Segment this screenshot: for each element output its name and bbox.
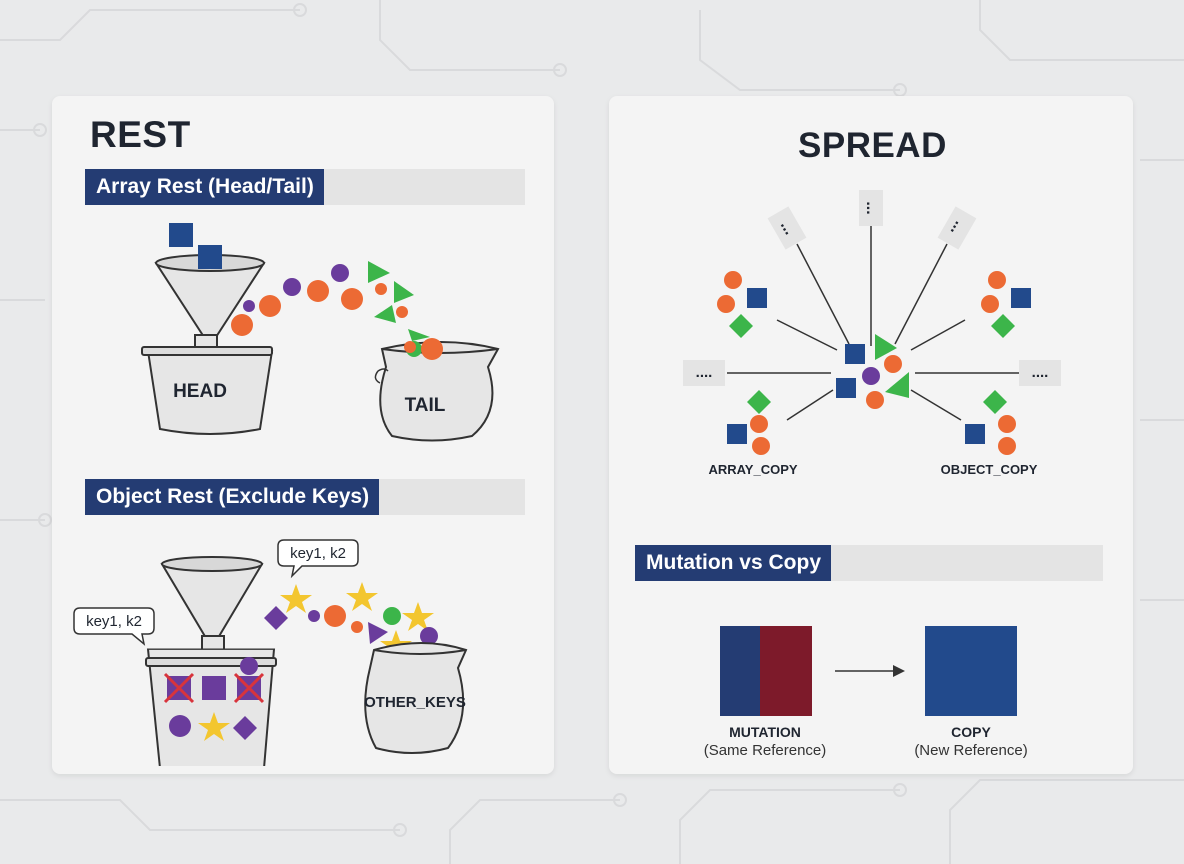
array-copy-label: ARRAY_COPY: [708, 462, 797, 477]
array-copy-cluster: [727, 390, 771, 455]
ellipsis-tag-left: ....: [683, 360, 725, 386]
spread-source-cluster: [836, 334, 909, 409]
head-container-icon: [146, 350, 274, 435]
copy-title: COPY: [951, 724, 991, 740]
arrow-right-icon: [893, 665, 905, 677]
svg-text:....: ....: [696, 364, 713, 381]
rest-title: REST: [90, 114, 191, 155]
object-copy-cluster: [965, 390, 1016, 455]
tail-label: TAIL: [405, 395, 446, 416]
ellipsis-tag-right: ....: [1019, 360, 1061, 386]
mutation-caption: MUTATION (Same Reference): [665, 724, 865, 759]
array-rest-section-header: Array Rest (Head/Tail): [85, 169, 525, 205]
object-rest-section-label: Object Rest (Exclude Keys): [85, 479, 380, 515]
spread-title: SPREAD: [798, 126, 947, 165]
rest-panel: REST Array Rest (Head/Tail) HEAD: [52, 96, 554, 774]
excluded-keys-top-text: key1, k2: [290, 545, 346, 562]
mutation-vs-copy-label: Mutation vs Copy: [635, 545, 832, 581]
mutation-vs-copy-illustration: [720, 626, 1017, 716]
spread-diagram: ... ... ... .... ....: [683, 190, 1061, 477]
array-rest-section-label: Array Rest (Head/Tail): [85, 169, 324, 205]
excluded-keys-bubble-top: key1, k2: [277, 539, 359, 579]
cluster-top-right: [981, 271, 1031, 338]
excluded-keys-bubble-left: key1, k2: [73, 607, 155, 646]
tail-bag-icon: [379, 341, 500, 442]
other-keys-bag-icon: [364, 642, 468, 754]
cluster-top-left: [717, 271, 767, 338]
mutation-block-left: [720, 626, 760, 716]
falling-square-shape: [169, 223, 193, 247]
ellipsis-tag-top-left: ...: [767, 206, 807, 250]
object-rest-section-header: Object Rest (Exclude Keys): [85, 479, 525, 515]
array-rest-illustration: HEAD TAIL: [141, 223, 500, 442]
other-keys-label: OTHER_KEYS: [364, 694, 466, 711]
copy-caption: COPY (New Reference): [871, 724, 1071, 759]
spread-panel: SPREAD ... ... ... ....: [609, 96, 1133, 774]
mutation-vs-copy-section-header: Mutation vs Copy: [635, 545, 1103, 581]
copy-subtitle: (New Reference): [914, 742, 1028, 759]
excluded-keys-left-text: key1, k2: [86, 613, 142, 630]
mutation-block-right: [760, 626, 812, 716]
copy-block: [925, 626, 1017, 716]
head-label: HEAD: [173, 381, 227, 402]
object-copy-label: OBJECT_COPY: [941, 462, 1038, 477]
svg-text:....: ....: [1032, 364, 1049, 381]
object-rest-illustration: key1, k2 key1, k2: [73, 539, 468, 766]
ellipsis-tag-top-right: ...: [937, 206, 977, 250]
mutation-title: MUTATION: [729, 724, 801, 740]
ellipsis-top-text: ...: [863, 201, 880, 214]
ellipsis-tag-top: ...: [859, 190, 883, 226]
mutation-subtitle: (Same Reference): [703, 742, 827, 759]
square-in-funnel-shape: [198, 245, 222, 269]
